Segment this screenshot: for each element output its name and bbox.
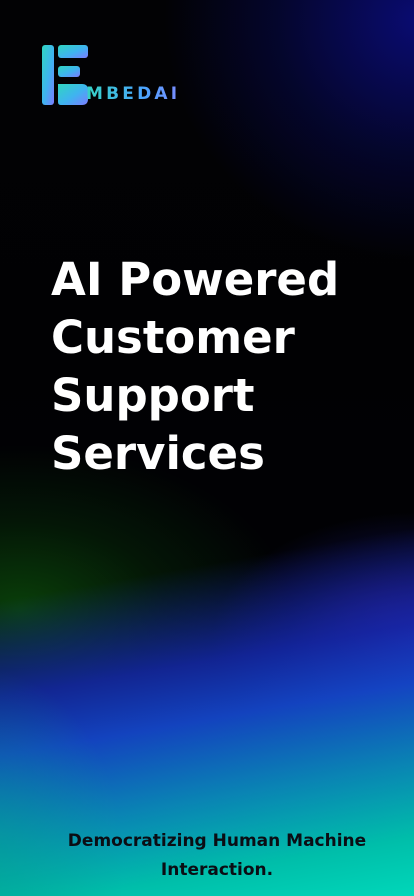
hero-headline: AI Powered Customer Support Services [51, 251, 391, 483]
tagline-line: Democratizing Human Machine [67, 831, 367, 851]
headline-line: Services [51, 427, 265, 480]
headline-line: Support [51, 369, 255, 422]
brand-name: MBEDAI [86, 84, 181, 104]
tagline-line: Interaction. [160, 860, 274, 880]
embedai-e-logo-icon [42, 45, 88, 105]
tagline: Democratizing Human Machine Interaction. [30, 827, 404, 885]
brand-logo: MBEDAI [41, 44, 180, 106]
headline-line: Customer [51, 311, 295, 364]
headline-line: AI Powered [51, 253, 340, 306]
